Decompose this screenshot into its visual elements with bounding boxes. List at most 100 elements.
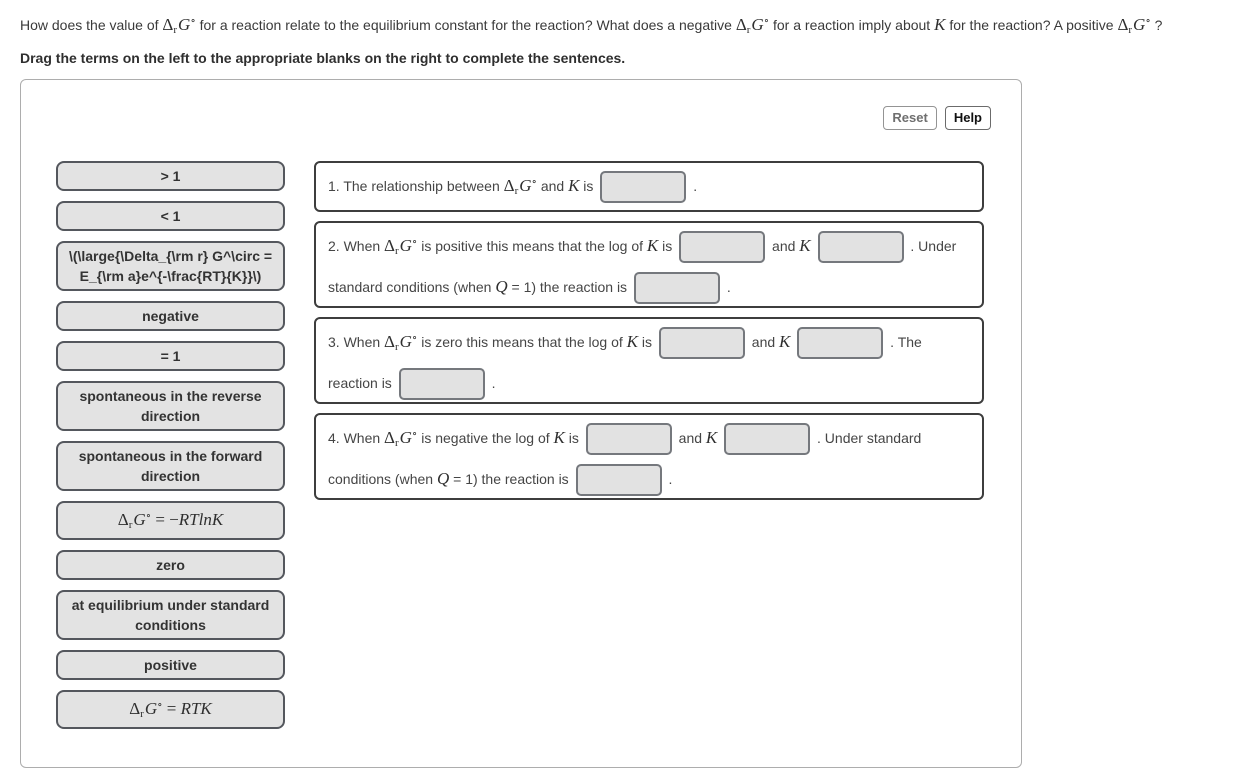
- answer-blank[interactable]: [398, 368, 485, 401]
- text-run: is negative the log of: [417, 430, 554, 446]
- math-token: G: [178, 15, 191, 34]
- answer-blank[interactable]: [600, 171, 687, 204]
- math-token: ∘: [411, 236, 418, 248]
- math-token: Δ: [384, 236, 395, 255]
- math-token: G: [519, 176, 532, 195]
- text-run: and: [747, 334, 780, 350]
- math-token: G: [399, 428, 412, 447]
- text-run: = 1) the reaction is: [507, 279, 631, 295]
- text-run: is: [658, 238, 677, 254]
- math-token: K: [705, 428, 718, 447]
- term-chip-spontaneous-forward[interactable]: spontaneous in the forward direction: [56, 441, 285, 491]
- toolbar: Reset Help: [56, 106, 991, 130]
- term-chip-raw-latex[interactable]: \(\large{\Delta_{\rm r} G^\circ = E_{\rm…: [56, 241, 285, 291]
- text-run: 2. When: [328, 238, 385, 254]
- math-token: r: [514, 185, 519, 197]
- math-token: G: [751, 15, 764, 34]
- math-token: = −: [151, 510, 179, 529]
- math-token: =: [162, 699, 181, 718]
- math-token: ∘: [411, 332, 418, 344]
- math-token: r: [394, 341, 399, 353]
- text-run: .: [664, 471, 673, 487]
- text-run: .: [487, 375, 496, 391]
- term-chip-eq-1[interactable]: = 1: [56, 341, 285, 371]
- terms-column: > 1 < 1 \(\large{\Delta_{\rm r} G^\circ …: [56, 161, 285, 729]
- math-token: r: [394, 245, 399, 257]
- math-token: r: [394, 437, 399, 449]
- text-run: = 1: [160, 348, 181, 364]
- text-run: = 1) the reaction is: [449, 471, 573, 487]
- text-run: 4. When: [328, 430, 385, 446]
- drag-instruction: Drag the terms on the left to the approp…: [20, 50, 626, 66]
- text-run: [717, 430, 721, 446]
- term-chip-drg-eq-neg-rtlnk[interactable]: ΔrG∘ = −RTlnK: [56, 501, 285, 540]
- math-token: G: [144, 699, 158, 718]
- text-run: 1. The relationship between: [328, 178, 504, 194]
- term-chip-gt-1[interactable]: > 1: [56, 161, 285, 191]
- text-run: and: [674, 430, 706, 446]
- text-run: for a reaction imply about: [769, 17, 935, 33]
- math-token: ∘: [145, 510, 152, 522]
- math-token: Δ: [162, 15, 174, 34]
- term-label: positive: [144, 655, 197, 675]
- math-token: Δ: [384, 332, 395, 351]
- math-token: Q: [495, 277, 508, 296]
- term-chip-positive[interactable]: positive: [56, 650, 285, 680]
- term-chip-zero[interactable]: zero: [56, 550, 285, 580]
- answer-blank[interactable]: [633, 272, 720, 305]
- math-token: ∘: [763, 15, 770, 27]
- text-run: positive: [144, 657, 197, 673]
- term-label: zero: [156, 555, 185, 575]
- text-run: negative: [142, 308, 199, 324]
- term-label: < 1: [161, 206, 181, 226]
- answer-blank[interactable]: [724, 423, 811, 456]
- term-label: \(\large{\Delta_{\rm r} G^\circ = E_{\rm…: [66, 246, 275, 286]
- math-token: RTK: [180, 699, 212, 718]
- math-token: K: [568, 176, 580, 195]
- answer-blank[interactable]: [658, 327, 745, 360]
- reset-button[interactable]: Reset: [883, 106, 937, 130]
- text-run: .: [689, 178, 698, 194]
- math-token: r: [1128, 24, 1133, 36]
- math-token: Δ: [735, 15, 747, 34]
- math-token: K: [553, 428, 565, 447]
- text-run: for a reaction relate to the equilibrium…: [195, 17, 736, 33]
- text-run: .: [722, 279, 731, 295]
- answer-blank[interactable]: [585, 423, 672, 456]
- sentence-4: 4. When ΔrG∘ is negative the log of K is…: [314, 413, 984, 500]
- answer-blank[interactable]: [797, 327, 884, 360]
- answer-blank[interactable]: [679, 231, 766, 264]
- text-run: is: [638, 334, 656, 350]
- answer-blank[interactable]: [575, 464, 662, 497]
- math-token: r: [140, 708, 144, 720]
- text-run: is: [564, 430, 583, 446]
- math-token: r: [746, 24, 751, 36]
- math-token: K: [779, 332, 791, 351]
- math-token: G: [133, 510, 146, 529]
- text-run: at equilibrium under standard conditions: [71, 597, 270, 633]
- text-run: 3. When: [328, 334, 385, 350]
- sentence-3: 3. When ΔrG∘ is zero this means that the…: [314, 317, 984, 404]
- text-run: [811, 238, 815, 254]
- text-run: How does the value of: [20, 17, 163, 33]
- text-run: [790, 334, 794, 350]
- math-token: ∘: [1145, 15, 1151, 27]
- help-button[interactable]: Help: [944, 106, 991, 130]
- exercise-panel: Reset Help > 1 < 1 \(\large{\Delta_{\rm …: [20, 79, 1022, 768]
- text-run: . Under standard conditions (when: [328, 238, 957, 295]
- term-chip-negative[interactable]: negative: [56, 301, 285, 331]
- term-chip-spontaneous-reverse[interactable]: spontaneous in the reverse direction: [56, 381, 285, 431]
- text-run: . The reaction is: [328, 334, 922, 391]
- term-chip-at-equilibrium[interactable]: at equilibrium under standard conditions: [56, 590, 285, 640]
- math-token: RTlnK: [178, 510, 224, 529]
- math-token: Δ: [117, 510, 129, 529]
- math-token: Δ: [1117, 15, 1129, 34]
- math-token: ∘: [411, 428, 418, 440]
- term-label: = 1: [161, 346, 181, 366]
- text-run: ?: [1150, 17, 1163, 33]
- term-chip-drg-eq-rtk[interactable]: ΔrG∘ = RTK: [56, 690, 285, 729]
- math-token: G: [1133, 15, 1146, 34]
- term-chip-lt-1[interactable]: < 1: [56, 201, 285, 231]
- answer-blank[interactable]: [817, 231, 904, 264]
- term-label: ΔrG∘ = −RTlnK: [118, 506, 223, 535]
